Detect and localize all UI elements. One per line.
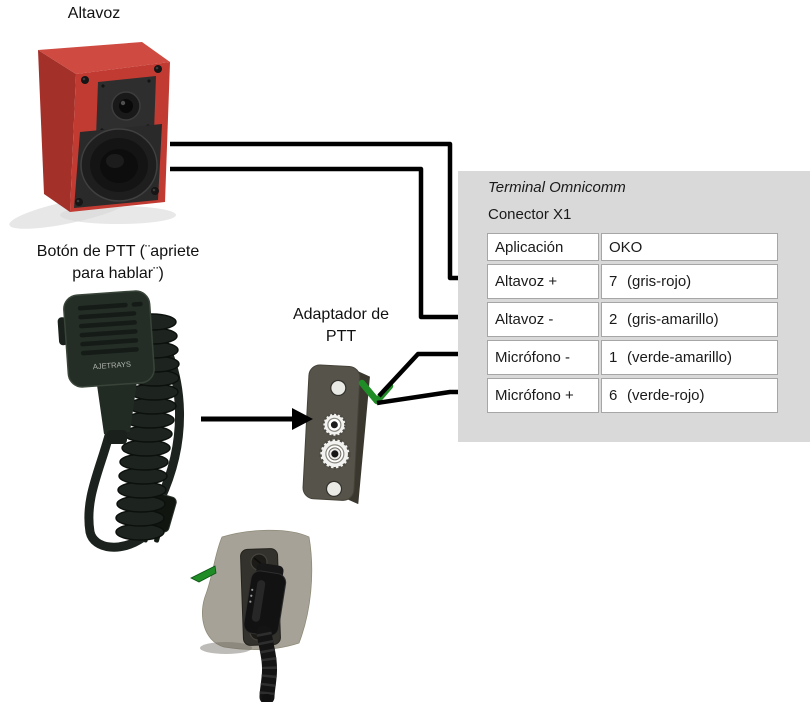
ptt-adapter-illustration xyxy=(302,364,370,505)
pin-number: 6 xyxy=(609,387,618,404)
table-header-aplicacion: Aplicación xyxy=(487,233,599,261)
speaker-label: Altavoz xyxy=(67,5,121,22)
ptt-microphone-illustration: AJETRAYS xyxy=(57,290,184,552)
terminal-panel: Terminal Omnicomm Conector X1 Aplicación… xyxy=(458,171,810,442)
row-speaker-minus-pin: 2 (gris-amarillo) xyxy=(601,302,778,337)
row-microphone-minus-application: Micrófono - xyxy=(487,340,599,375)
pin-number: 2 xyxy=(609,311,618,328)
row-speaker-plus-application: Altavoz + xyxy=(487,264,599,299)
adapter-label: Adaptador de PTT xyxy=(271,304,411,348)
wire-colors: (gris-amarillo) xyxy=(627,311,719,328)
speaker-illustration xyxy=(9,42,176,229)
adapter-label-line1: Adaptador de xyxy=(292,306,390,323)
row-microphone-plus-application: Micrófono + xyxy=(487,378,599,413)
row-microphone-minus-pin: 1 (verde-amarillo) xyxy=(601,340,778,375)
mic-brand-text: AJETRAYS xyxy=(92,360,131,372)
row-speaker-plus-pin: 7 (gris-rojo) xyxy=(601,264,778,299)
pin-number: 1 xyxy=(609,349,618,366)
row-microphone-plus-pin: 6 (verde-rojo) xyxy=(601,378,778,413)
panel-title: Terminal Omnicomm xyxy=(488,179,626,196)
row-speaker-minus-application: Altavoz - xyxy=(487,302,599,337)
panel-subtitle: Conector X1 xyxy=(488,206,572,223)
wire-colors: (verde-rojo) xyxy=(627,387,705,404)
green-wire-stub xyxy=(190,565,217,583)
ptt-button-label-line1: Botón de PTT (¨apriete xyxy=(36,243,200,260)
wire-colors: (gris-rojo) xyxy=(627,273,692,290)
ptt-button-label: Botón de PTT (¨apriete para hablar¨) xyxy=(27,241,209,285)
wire-colors: (verde-amarillo) xyxy=(627,349,733,366)
ptt-button-label-line2: para hablar¨) xyxy=(72,265,164,282)
pin-table: Aplicación OKO Altavoz + 7 (gris-rojo) A… xyxy=(487,233,778,413)
mounted-adapter-illustration xyxy=(190,529,313,702)
adapter-label-line2: PTT xyxy=(325,328,357,345)
table-header-oko: OKO xyxy=(601,233,778,261)
pin-number: 7 xyxy=(609,273,618,290)
